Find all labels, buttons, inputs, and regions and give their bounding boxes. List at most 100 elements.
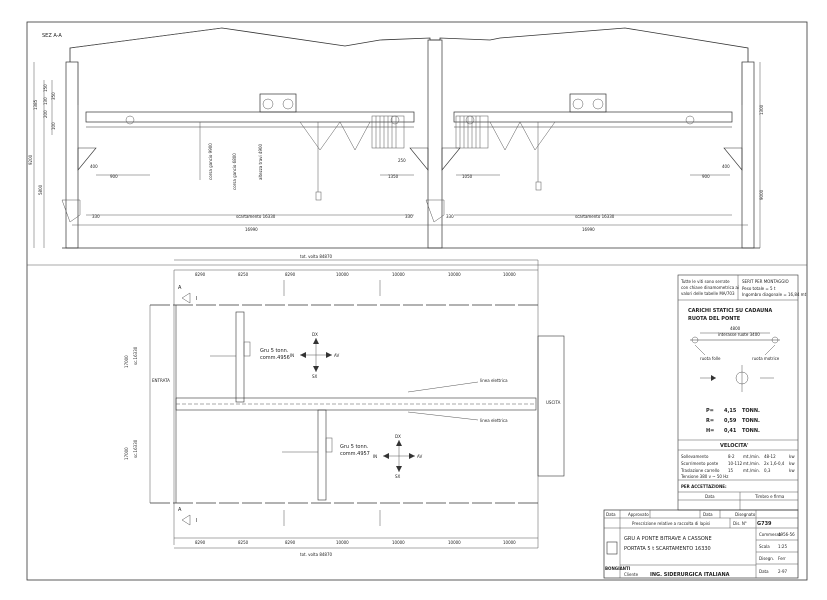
- seg-bot-3: 10000: [336, 540, 349, 545]
- loads-sub-3: ruota motrice: [752, 356, 780, 361]
- compass-2-sx: SX: [395, 474, 401, 479]
- load-p-value: 4,15: [724, 408, 737, 414]
- dim-left-2: 130: [43, 97, 48, 105]
- offset-8: 330: [405, 214, 413, 219]
- tb-title-2: PORTATA 5 t SCARTAMENTO 16330: [624, 546, 711, 552]
- tb-client-label: Cliente: [624, 572, 639, 577]
- speed-rows: Sollevamento 8-2 mt./min. 48-12 kw Scorr…: [680, 454, 795, 473]
- speed-0-name: Sollevamento: [681, 454, 709, 459]
- tb-header-0: Data: [606, 512, 616, 517]
- marker-bottom-num: I: [196, 518, 197, 524]
- speed-0-a: 8-2: [728, 454, 735, 459]
- compass-1-av: AV: [334, 353, 339, 358]
- speed-1-a: 10-112: [728, 461, 743, 466]
- vlabel-0: corsa gancio 9900: [208, 143, 213, 180]
- tb-dis-label: Dis. N°: [733, 521, 747, 526]
- speed-2-name: Traslazione carrello: [680, 468, 720, 473]
- exit-label: USCITA: [546, 400, 561, 405]
- dim-left-4: 350: [51, 92, 56, 100]
- sig-date: Data: [705, 494, 715, 499]
- note-right-1: Peso totale = 5 t: [742, 286, 776, 291]
- seg-bot-4: 10000: [392, 540, 405, 545]
- tb-r-label-2: Disegn.: [759, 556, 774, 561]
- seg-top-5: 10000: [448, 272, 461, 277]
- bay-2: 16990: [582, 227, 595, 232]
- tb-client: ING. SIDERURGICA ITALIANA: [650, 572, 730, 578]
- dim-left-7: 5800: [38, 184, 43, 195]
- tb-r-label-1: Scala: [759, 544, 770, 549]
- offset-9: 330: [446, 214, 454, 219]
- note-right-2: Ingombro diagonale = 16,84 mt: [742, 292, 807, 297]
- tb-r-value-2: Ferr: [778, 556, 786, 561]
- line-label-2: linea elettrica: [480, 418, 508, 423]
- compass-1-dx: DX: [312, 332, 318, 337]
- offset-0: 400: [90, 164, 98, 169]
- dim-left-5: 100: [51, 122, 56, 130]
- line-label-1: linea elettrica: [480, 378, 508, 383]
- seg-top-3: 10000: [336, 272, 349, 277]
- marker-bottom: A: [178, 507, 182, 513]
- compass-2-dx: DX: [395, 434, 401, 439]
- load-p-unit: TONN.: [742, 408, 760, 414]
- load-h-unit: TONN.: [742, 428, 760, 434]
- title-block: [603, 509, 799, 579]
- speed-title: VELOCITA': [720, 443, 749, 449]
- entrance-label: ENTRATA: [152, 378, 170, 383]
- offset-4: 330: [92, 214, 100, 219]
- offset-6: 900: [702, 174, 710, 179]
- tb-header-3: Disegnato: [735, 512, 756, 517]
- seg-bot-6: 10000: [503, 540, 516, 545]
- section-label: SEZ A-A: [42, 33, 62, 39]
- crane-1-comm: comm.4956: [260, 355, 290, 361]
- span-label-1: scartamento 16330: [236, 214, 276, 219]
- dim-right-0: 1300: [759, 104, 764, 115]
- dim-right-1: 9000: [759, 189, 764, 200]
- offset-2: 1350: [388, 174, 399, 179]
- load-h-value: 0,41: [724, 428, 737, 434]
- seg-top-2: 8290: [285, 272, 296, 277]
- seg-bot-2: 8290: [285, 540, 296, 545]
- left-dim-1: sc.16330: [133, 346, 138, 365]
- span-label-2: scartamento 16330: [575, 214, 615, 219]
- bay-1: 16990: [245, 227, 258, 232]
- tb-header-2: Data: [703, 512, 713, 517]
- vlabel-2: corsa gancio 6800: [232, 153, 237, 190]
- loads-sub-0: 4800: [730, 326, 741, 331]
- load-r-value: 0,59: [724, 418, 737, 424]
- tb-title-1: GRU A PONTE BITRAVE A CASSONE: [624, 536, 712, 542]
- section-view: [33, 27, 761, 249]
- crane-1-name: Gru 5 tonn.: [260, 348, 289, 354]
- dim-left-1: 150: [43, 84, 48, 92]
- plan-total-bottom: tot. volta 84870: [300, 552, 333, 557]
- note-left-0: Tutte le viti sono serrate: [680, 279, 730, 284]
- seg-top-0: 8290: [195, 272, 206, 277]
- sig-stamp: Timbro e firma: [754, 494, 785, 499]
- tb-r-value-1: 1:25: [778, 544, 787, 549]
- seg-bot-0: 8290: [195, 540, 206, 545]
- tb-header-1: Approvato: [628, 512, 649, 517]
- tb-r-label-0: Commessa: [759, 532, 782, 537]
- load-r-unit: TONN.: [742, 418, 760, 424]
- offset-3: 250: [398, 158, 406, 163]
- load-p-label: P=: [706, 408, 714, 414]
- offset-5: 1050: [462, 174, 473, 179]
- loads-title-1: RUOTA DEL PONTE: [688, 316, 741, 322]
- dim-left-0: 1385: [33, 99, 38, 110]
- compass-1-in: IN: [290, 353, 294, 358]
- crane-2-comm: comm.4957: [340, 451, 370, 457]
- left-dim-3: sc.16330: [133, 439, 138, 458]
- left-dim-0: 17000: [124, 355, 129, 368]
- loads-title-0: CARICHI STATICI SU CADAUNA: [688, 308, 772, 314]
- dim-left-6: 9200: [28, 154, 33, 165]
- tb-r-value-0: 4956-56: [778, 532, 795, 537]
- speed-1-b: mt./min.: [743, 461, 760, 466]
- compass-1-sx: SX: [312, 374, 318, 379]
- speed-2-a: 15: [728, 468, 734, 473]
- note-right-0: SERIT PER MONTAGGIO: [742, 279, 789, 284]
- tb-dis-value: G739: [757, 521, 772, 527]
- dim-left-3: 200: [43, 110, 48, 118]
- speed-0-b: mt./min.: [743, 454, 760, 459]
- vlabel-1: altezza travi 4900: [258, 143, 263, 180]
- tb-company: BONGIANTI: [605, 566, 631, 571]
- seg-bot-5: 10000: [448, 540, 461, 545]
